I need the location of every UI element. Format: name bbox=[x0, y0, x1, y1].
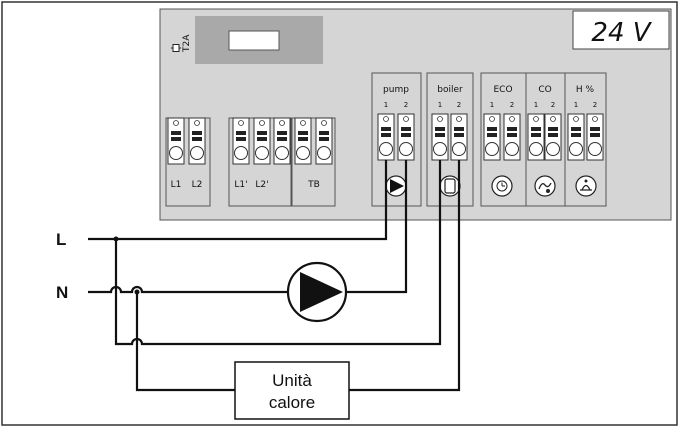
fuse-window bbox=[228, 30, 280, 51]
terminal-tb-1 bbox=[294, 117, 312, 165]
pin-pump-2: 2 bbox=[404, 101, 408, 109]
heat-unit-line1: Unità bbox=[272, 371, 312, 390]
terminal-l2p bbox=[253, 117, 271, 165]
group-pump bbox=[371, 72, 422, 207]
wire-n-heatunit bbox=[135, 292, 235, 392]
voltage-label: 24 V bbox=[591, 18, 652, 48]
wire-pump-out bbox=[346, 160, 408, 294]
fuse-icon bbox=[171, 44, 181, 52]
heat-unit: Unità calore bbox=[234, 361, 350, 420]
junction-n bbox=[134, 289, 140, 295]
humidity-icon bbox=[575, 175, 597, 197]
label-l2: L2 bbox=[192, 180, 203, 190]
pump-symbol-icon bbox=[385, 175, 407, 197]
group-tb bbox=[291, 117, 336, 207]
terminal-co-2 bbox=[544, 113, 562, 161]
pin-h-2: 2 bbox=[593, 101, 597, 109]
group-l1-l2 bbox=[165, 117, 211, 207]
label-l1p: L1' bbox=[234, 180, 247, 190]
terminal-h-2 bbox=[586, 113, 604, 161]
terminal-blocks bbox=[167, 113, 604, 165]
terminal-boiler-2 bbox=[450, 113, 468, 161]
label-eco: ECO bbox=[493, 85, 512, 95]
wire-heatunit-boiler bbox=[349, 160, 461, 392]
pin-eco-2: 2 bbox=[510, 101, 514, 109]
label-co: CO bbox=[538, 85, 551, 95]
pin-co-2: 2 bbox=[551, 101, 555, 109]
group-boiler bbox=[426, 72, 474, 207]
line-label-n: N bbox=[56, 283, 68, 302]
fuse-rating: T2A bbox=[182, 34, 192, 53]
pin-co-1: 1 bbox=[534, 101, 538, 109]
label-tb: TB bbox=[307, 180, 320, 190]
terminal-pump-2 bbox=[397, 113, 415, 161]
terminal-l1 bbox=[167, 117, 185, 165]
label-boiler: boiler bbox=[437, 85, 463, 95]
label-h: H % bbox=[576, 85, 595, 95]
label-l1: L1 bbox=[171, 180, 182, 190]
pin-numbers: 1 2 1 2 1 2 1 2 1 2 bbox=[384, 101, 597, 109]
control-panel: 24 V T2A pump boiler ECO CO H % 1 2 bbox=[159, 8, 672, 221]
terminal-boiler-1 bbox=[431, 113, 449, 161]
label-pump: pump bbox=[383, 85, 409, 95]
pin-boiler-1: 1 bbox=[438, 101, 442, 109]
voltage-badge bbox=[572, 10, 670, 50]
terminal-l2 bbox=[188, 117, 206, 165]
wiring bbox=[88, 160, 461, 392]
boiler-icon bbox=[439, 175, 461, 197]
group-h bbox=[564, 72, 607, 207]
wire-l bbox=[88, 160, 388, 241]
terminal-eco-1 bbox=[483, 113, 501, 161]
wire-n bbox=[88, 285, 288, 294]
pin-pump-1: 1 bbox=[384, 101, 388, 109]
terminal-l1p bbox=[232, 117, 250, 165]
clock-icon bbox=[491, 175, 513, 197]
terminal-pump-1 bbox=[377, 113, 395, 161]
heat-unit-line2: calore bbox=[269, 393, 315, 412]
pin-h-1: 1 bbox=[574, 101, 578, 109]
label-l2p: L2' bbox=[255, 180, 268, 190]
pin-eco-1: 1 bbox=[490, 101, 494, 109]
pump-icon bbox=[286, 261, 348, 323]
junction-l bbox=[113, 236, 119, 242]
pin-boiler-2: 2 bbox=[457, 101, 461, 109]
terminal-eco-2 bbox=[503, 113, 521, 161]
co-sensor-icon bbox=[534, 175, 556, 197]
terminal-aux bbox=[273, 117, 291, 165]
terminal-tb-2 bbox=[315, 117, 333, 165]
line-label-l: L bbox=[56, 230, 66, 249]
terminal-h-1 bbox=[567, 113, 585, 161]
terminal-co-1 bbox=[527, 113, 545, 161]
heat-unit-box bbox=[234, 361, 350, 420]
